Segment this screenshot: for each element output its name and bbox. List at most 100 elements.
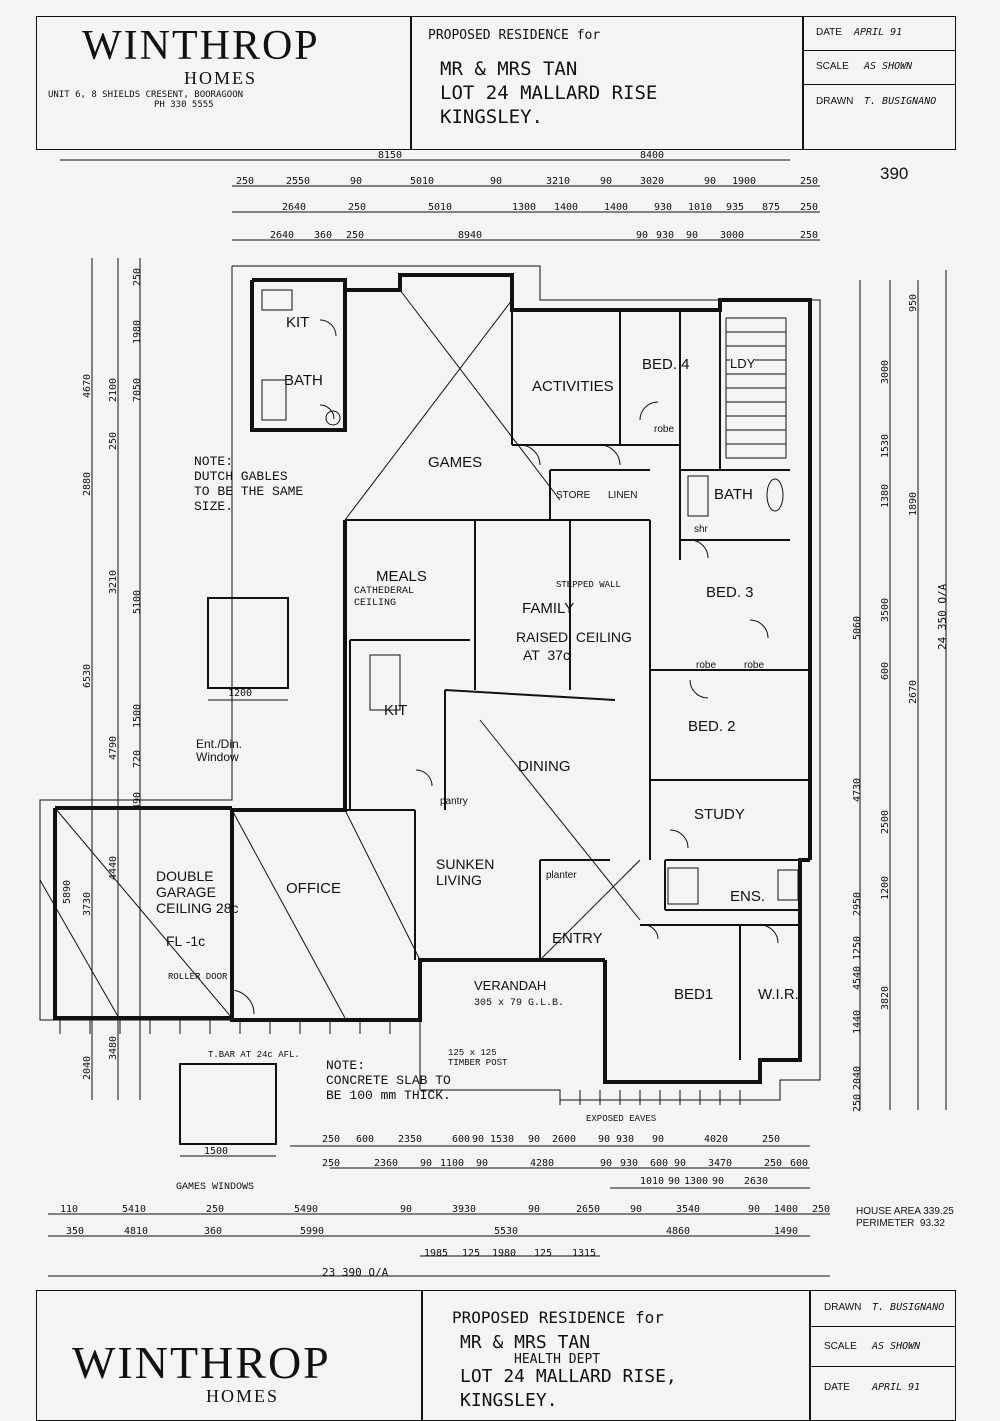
bottom-title-block: WINTHROP HOMES PROPOSED RESIDENCE for MR… (36, 1290, 956, 1421)
room-activities: ACTIVITIES (532, 378, 614, 395)
dim-left-6: 2880 (82, 471, 93, 496)
dim-left-8: 5100 (132, 589, 143, 614)
scale-value: AS SHOWN (864, 61, 913, 72)
bottom-date-value: APRIL 91 (872, 1382, 921, 1393)
dim-bot2-5: 4280 (530, 1158, 555, 1169)
room-bath-top: BATH (284, 372, 323, 389)
overall-depth: 24 350 O/A (936, 583, 949, 650)
room-meals: MEALS (376, 568, 427, 585)
note-tbar: T.BAR AT 24c AFL. (208, 1050, 300, 1060)
dim-bot3-1: 90 (668, 1176, 681, 1187)
bottom-scale-label: SCALE (824, 1341, 857, 1352)
dim-top1-7: 3020 (640, 176, 665, 187)
room-robe-bed4: robe (654, 424, 675, 435)
dim-bot1-0: 250 (322, 1134, 341, 1145)
room-games: GAMES (428, 454, 483, 471)
dim-bot2-7: 930 (620, 1158, 639, 1169)
dim-bot4-11: 1400 (774, 1204, 799, 1215)
top-title-block: WINTHROP HOMES UNIT 6, 8 SHIELDS CRESENT… (36, 16, 956, 150)
brand-logo: WINTHROP (82, 23, 320, 69)
note-roller-door: ROLLER DOOR (168, 972, 228, 982)
overall-width: 23 390 O/A (322, 1266, 389, 1279)
dim-bot4-1: 5410 (122, 1204, 147, 1215)
dim-right-5: 3500 (880, 597, 891, 622)
dim-bot1-5: 1530 (490, 1134, 515, 1145)
room-store: STORE (556, 490, 591, 501)
dim-left-16: 4440 (108, 855, 119, 880)
dim-top1-9: 1900 (732, 176, 757, 187)
dim-bot1-12: 250 (762, 1134, 781, 1145)
brand-sub: HOMES (184, 68, 258, 88)
bottom-date-label: DATE (824, 1382, 850, 1393)
bottom-scale-row: SCALE AS SHOWN (810, 1326, 956, 1367)
dim-right-9: 4730 (852, 777, 863, 802)
dim-bot5-5: 4860 (666, 1226, 691, 1237)
dim-left-2: 4670 (82, 373, 93, 398)
note-house-area: HOUSE AREA 339.25 (856, 1206, 954, 1217)
dim-bot4-9: 3540 (676, 1204, 701, 1215)
dim-top2-9: 875 (762, 202, 781, 213)
dim-left-10: 1500 (132, 703, 143, 728)
dim-right-2: 1530 (880, 433, 891, 458)
dim-bot5-1: 4810 (124, 1226, 149, 1237)
dim-bot1-9: 930 (616, 1134, 635, 1145)
note-games-windows: GAMES WINDOWS (176, 1182, 255, 1193)
scale-label: SCALE (816, 61, 849, 72)
dim-top3-4: 90 (636, 230, 649, 241)
dim-bot2-6: 90 (600, 1158, 613, 1169)
suburb: KINGSLEY. (440, 106, 543, 128)
dim-top2-6: 930 (654, 202, 673, 213)
dim-right-18: 250 (852, 1093, 863, 1112)
brand-logo-bottom: WINTHROP (72, 1337, 331, 1388)
dim-bot2-0: 250 (322, 1158, 341, 1169)
dim-top-overall-2: 8400 (640, 150, 665, 161)
room-kit: KIT (384, 702, 408, 719)
dim-top3-0: 2640 (270, 230, 295, 241)
dim-bot1-7: 2600 (552, 1134, 577, 1145)
room-shr: shr (694, 524, 708, 535)
dim-bot1-6: 90 (528, 1134, 541, 1145)
dim-left-5: 250 (108, 431, 119, 450)
dim-right-0: 950 (908, 293, 919, 312)
brand-phone: PH 330 5555 (154, 100, 214, 110)
bottom-scale-value: AS SHOWN (872, 1341, 921, 1352)
dim-top-overall-1: 8150 (378, 150, 403, 161)
top-left-panel (36, 16, 412, 150)
dim-bot4-2: 250 (206, 1204, 225, 1215)
room-robe-bed3a: robe (696, 660, 717, 671)
room-pantry: pantry (440, 796, 468, 807)
dim-top2-5: 1400 (604, 202, 629, 213)
dim-right-4: 1890 (908, 491, 919, 516)
bottom-drawn-label: DRAWN (824, 1302, 862, 1313)
dim-bot4-3: 5490 (294, 1204, 319, 1215)
note-perimeter: PERIMETER 93.32 (856, 1218, 945, 1229)
dim-bot1-10: 90 (652, 1134, 665, 1145)
plan-number: 390 (880, 164, 909, 183)
dim-right-17: 1250 (852, 935, 863, 960)
top-center-panel (410, 16, 804, 150)
note-concrete-slab: NOTE: CONCRETE SLAB TO BE 100 mm THICK. (326, 1058, 451, 1103)
dim-top2-7: 1010 (688, 202, 713, 213)
bottom-lot-address: LOT 24 MALLARD RISE, (460, 1366, 677, 1387)
dim-bot3-3: 90 (712, 1176, 725, 1187)
client-name: MR & MRS TAN (440, 58, 578, 80)
room-wir: W.I.R. (758, 986, 799, 1003)
room-ldy: LDY (730, 356, 756, 371)
dim-top1-6: 90 (600, 176, 613, 187)
bottom-date-row: DATE APRIL 91 (810, 1366, 956, 1406)
dim-bot2-10: 3470 (708, 1158, 733, 1169)
dim-top1-1: 2550 (286, 176, 311, 187)
dim-bot6-1: 125 (462, 1248, 481, 1259)
dim-bot2-8: 600 (650, 1158, 669, 1169)
dim-left-15: 3730 (82, 891, 93, 916)
dim-bot3-4: 2630 (744, 1176, 769, 1187)
room-entry: ENTRY (552, 930, 603, 947)
dim-bot1-11: 4020 (704, 1134, 729, 1145)
note-ent-din-window: Ent./Din. Window (196, 737, 243, 764)
bottom-suburb: KINGSLEY. (460, 1390, 558, 1411)
room-bed4: BED. 4 (642, 356, 690, 373)
dim-top3-2: 250 (346, 230, 365, 241)
dim-right-14: 3820 (880, 985, 891, 1010)
dim-left-1: 1980 (132, 319, 143, 344)
dim-right-1: 3000 (880, 359, 891, 384)
